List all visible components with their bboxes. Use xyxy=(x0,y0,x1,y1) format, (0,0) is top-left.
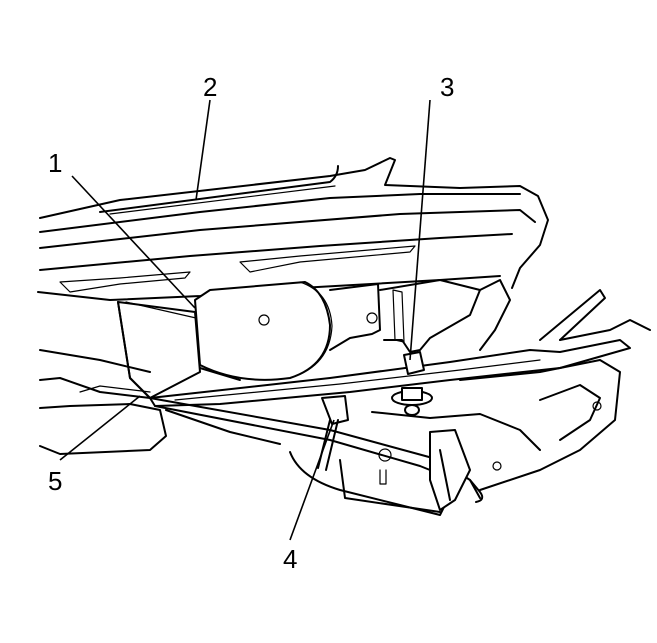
callout-4: 4 xyxy=(283,544,298,574)
leader-1 xyxy=(71,175,196,309)
leader-5 xyxy=(59,395,141,461)
bolt-nut xyxy=(391,351,433,416)
upper-panel xyxy=(37,157,549,301)
leader-2 xyxy=(195,99,211,201)
lower-frame xyxy=(39,349,621,516)
leader-lines xyxy=(59,99,431,541)
front-bracket xyxy=(117,301,201,399)
leader-4 xyxy=(289,419,335,541)
callout-1: 1 xyxy=(48,148,63,178)
rear-bracket xyxy=(379,279,511,353)
callout-5: 5 xyxy=(48,466,63,496)
callout-3: 3 xyxy=(440,72,455,102)
callout-2: 2 xyxy=(203,72,218,102)
leader-3 xyxy=(409,99,431,361)
motor-housing xyxy=(194,281,381,381)
